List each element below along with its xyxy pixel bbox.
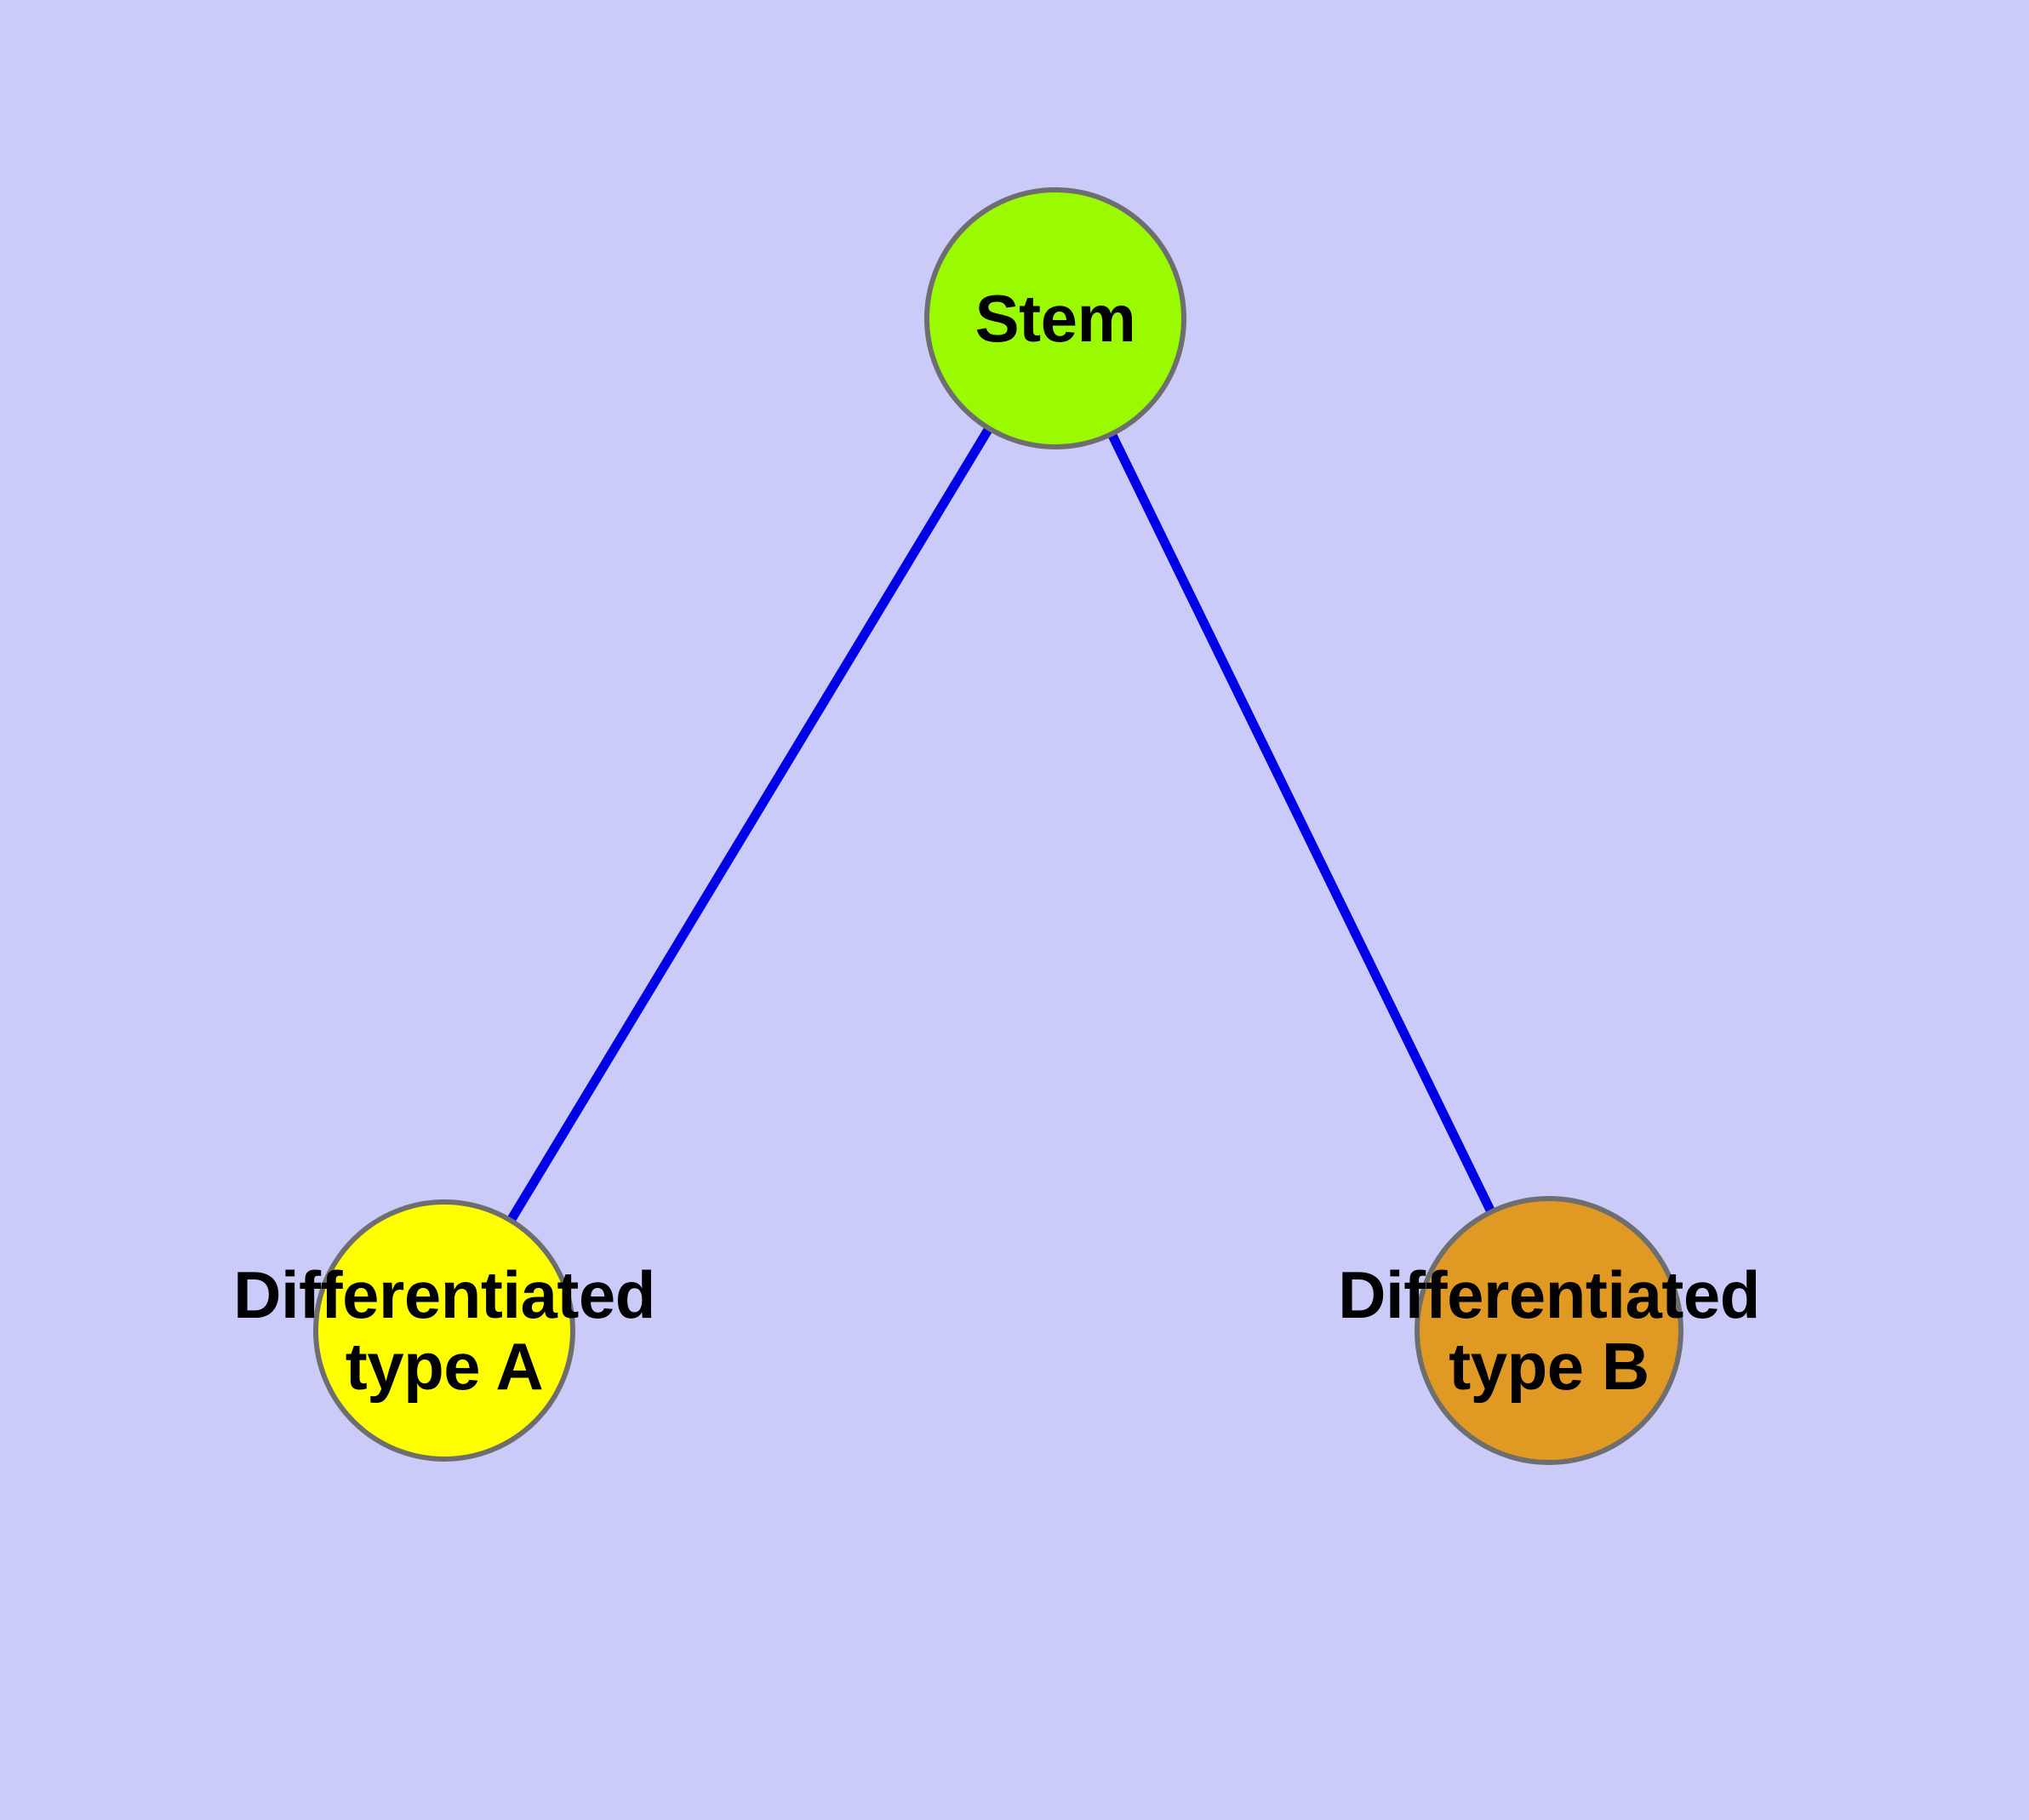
edge-stem-to-differentiated-type-a[interactable] xyxy=(440,316,1060,1333)
edge-layer xyxy=(440,316,1553,1333)
edge-stem-to-differentiated-type-b[interactable] xyxy=(1051,316,1553,1333)
node-layer xyxy=(313,187,1683,1465)
node-differentiated-type-b[interactable] xyxy=(1415,1196,1683,1465)
node-differentiated-type-a[interactable] xyxy=(313,1199,575,1462)
node-stem[interactable] xyxy=(924,187,1186,449)
